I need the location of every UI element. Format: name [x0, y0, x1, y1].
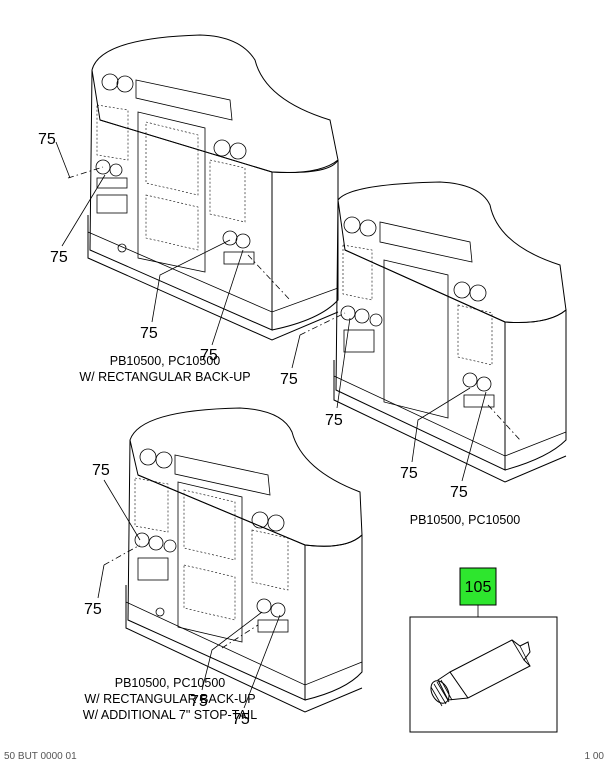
footer-right-code: 1 00: [585, 751, 605, 761]
bus-rear-view-2: [299, 181, 567, 483]
caption-view1-line1: PB10500, PC10500: [110, 354, 221, 368]
callout-75-v2-d: 75: [450, 484, 468, 501]
part-105-detail: 105: [409, 567, 558, 733]
caption-view2-line1: PB10500, PC10500: [410, 513, 521, 527]
callout-75-v2-a: 75: [280, 371, 298, 388]
footer-left-code: 50 BUT 0000 01: [4, 751, 77, 761]
bus-rear-view-3: [103, 407, 363, 713]
callout-75-v2-c: 75: [400, 465, 418, 482]
callout-105: 105: [465, 579, 492, 596]
callout-105-highlight-box: [459, 567, 497, 606]
callout-75-v1-a: 75: [38, 131, 56, 148]
callout-75-v3-d: 75: [232, 711, 250, 728]
tube-icon: [430, 639, 531, 707]
callout-75-v3-a: 75: [92, 462, 110, 479]
caption-view3-line2: W/ RECTANGULAR BACK-UP: [84, 692, 255, 706]
callout-75-v2-b: 75: [325, 412, 343, 429]
callout-75-v1-d: 75: [200, 347, 218, 364]
bus-rear-view-1: [67, 34, 339, 341]
caption-view1-line2: W/ RECTANGULAR BACK-UP: [79, 370, 250, 384]
detail-frame: [409, 616, 558, 733]
callout-75-v3-c: 75: [190, 693, 208, 710]
callout-75-v1-b: 75: [50, 249, 68, 266]
callout-75-v1-c: 75: [140, 325, 158, 342]
caption-view3-line1: PB10500, PC10500: [115, 676, 226, 690]
callout-75-v3-b: 75: [84, 601, 102, 618]
caption-view3-line3: W/ ADDITIONAL 7" STOP-TAIL: [83, 708, 257, 722]
